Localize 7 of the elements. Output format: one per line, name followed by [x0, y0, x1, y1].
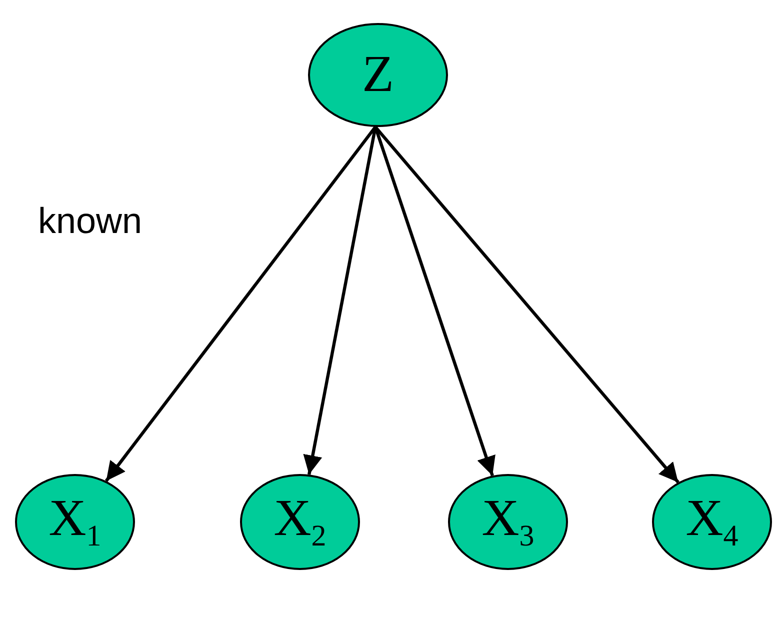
- variable-label: X$_{3}$: [482, 492, 534, 552]
- variable-label: X$_{4}$: [686, 492, 738, 552]
- variable-label: Z: [362, 49, 394, 101]
- arrow: [374, 126, 680, 484]
- variable-label: X$_{2}$: [274, 492, 326, 552]
- note-text: known: [38, 200, 142, 242]
- variable-label: X$_{1}$: [48, 492, 102, 552]
